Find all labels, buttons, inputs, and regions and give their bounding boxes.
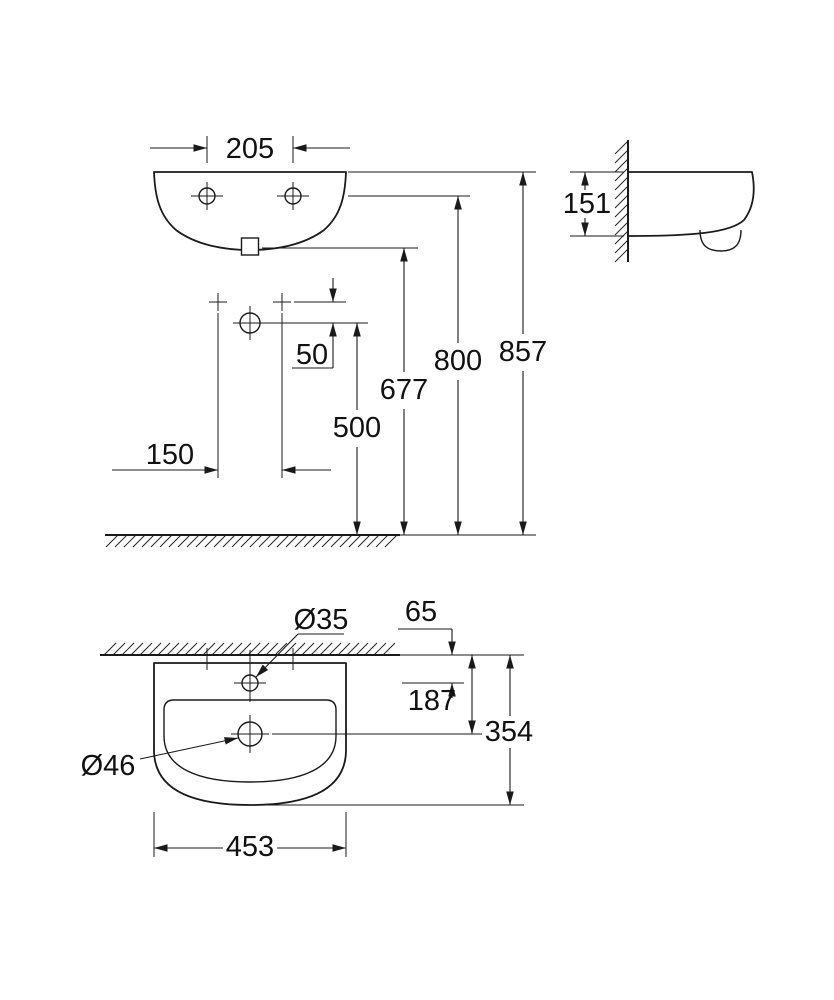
dim-basin-width: 453: [153, 812, 347, 863]
dim-fixing-spacing-label: 150: [146, 439, 194, 471]
basin-bowl-outline: [163, 699, 337, 783]
side-view: 151: [563, 140, 755, 263]
tap-hole-right-marker: [277, 182, 309, 210]
dim-drain-from-wall: 187: [272, 655, 482, 735]
dim-basin-depth-side: 151: [563, 171, 624, 237]
wall-hatch-plan: [103, 642, 396, 656]
basin-side-outline: [627, 171, 755, 237]
drain-tailpiece: [240, 237, 260, 256]
dim-overall-height: 857: [348, 171, 547, 535]
wall-hatch-side: [614, 140, 629, 263]
dim-drain-height-label: 677: [380, 374, 428, 406]
dim-supply-offset-label: 50: [296, 339, 328, 371]
dim-drain-diameter-label: Ø46: [81, 750, 136, 782]
dim-fixing-spacing: 150: [112, 313, 331, 478]
plan-view: Ø35 65 187 354 Ø46: [81, 596, 534, 863]
tap-hole-left-marker: [191, 182, 223, 210]
dim-tap-hole-diameter-label: Ø35: [294, 604, 349, 636]
dim-basin-depth-side-label: 151: [563, 188, 611, 220]
dim-overall-height-label: 857: [499, 336, 547, 368]
drain-plan-marker: [231, 715, 269, 753]
dim-tap-spacing: 205: [150, 133, 350, 165]
fixing-hole-right-cross: [273, 293, 291, 311]
dim-tap-level-height-label: 800: [434, 345, 482, 377]
basin-plan-outline: [153, 662, 347, 806]
dim-supply-offset: 50: [292, 278, 346, 371]
dim-basin-width-label: 453: [226, 831, 274, 863]
dim-tap-spacing-label: 205: [226, 133, 274, 165]
tap-hole-plan-marker: [234, 650, 266, 702]
dim-tap-hole-from-wall-label: 65: [405, 596, 437, 628]
dim-drain-from-wall-label: 187: [408, 685, 456, 717]
floor-hatch: [105, 534, 398, 548]
fixing-hole-left-cross: [209, 293, 227, 311]
drain-recess-side: [699, 229, 742, 252]
dim-drain-diameter: Ø46: [81, 737, 239, 782]
dim-tap-hole-diameter: Ø35: [255, 604, 349, 678]
dim-drain-height: 677: [262, 247, 428, 535]
dim-basin-projection: 354: [256, 655, 533, 806]
dim-tap-level-height: 800: [348, 195, 482, 535]
dim-supply-height: 500: [333, 323, 381, 535]
dim-supply-height-label: 500: [333, 412, 381, 444]
supply-connection-marker: [233, 306, 368, 340]
front-view: 205 857 800 677 500: [105, 133, 547, 548]
dim-tap-hole-from-wall: 65: [398, 596, 464, 698]
dim-basin-projection-label: 354: [485, 716, 533, 748]
